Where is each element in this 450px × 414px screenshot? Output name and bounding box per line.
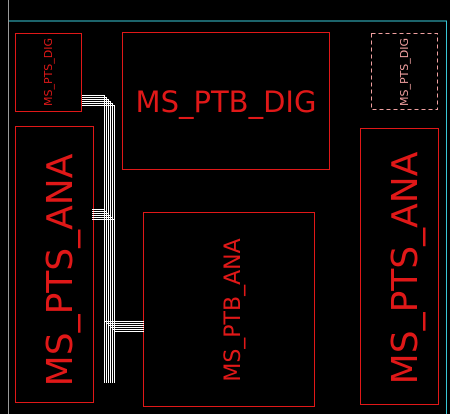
die-boundary — [8, 0, 447, 414]
block-ptb-ana-label: MS_PTB_ANA — [221, 238, 246, 381]
block-pts-ana-right-label: MS_PTS_ANA — [385, 151, 426, 384]
block-pts-dig-right-label: MS_PTS_DIG — [398, 38, 411, 106]
block-pts-dig-right[interactable]: MS_PTS_DIG — [371, 33, 438, 110]
block-pts-dig-left[interactable]: MS_PTS_DIG — [15, 33, 82, 112]
block-ptb-dig-label: MS_PTB_DIG — [136, 85, 317, 119]
block-pts-ana-left-label: MS_PTS_ANA — [40, 153, 81, 386]
block-pts-ana-right[interactable]: MS_PTS_ANA — [360, 128, 439, 405]
block-ptb-ana[interactable]: MS_PTB_ANA — [143, 212, 315, 407]
block-pts-dig-left-label: MS_PTS_DIG — [42, 38, 55, 106]
signal-route-bundle[interactable] — [82, 95, 144, 383]
block-ptb-dig[interactable]: MS_PTB_DIG — [122, 32, 330, 170]
block-pts-ana-left[interactable]: MS_PTS_ANA — [15, 126, 94, 403]
